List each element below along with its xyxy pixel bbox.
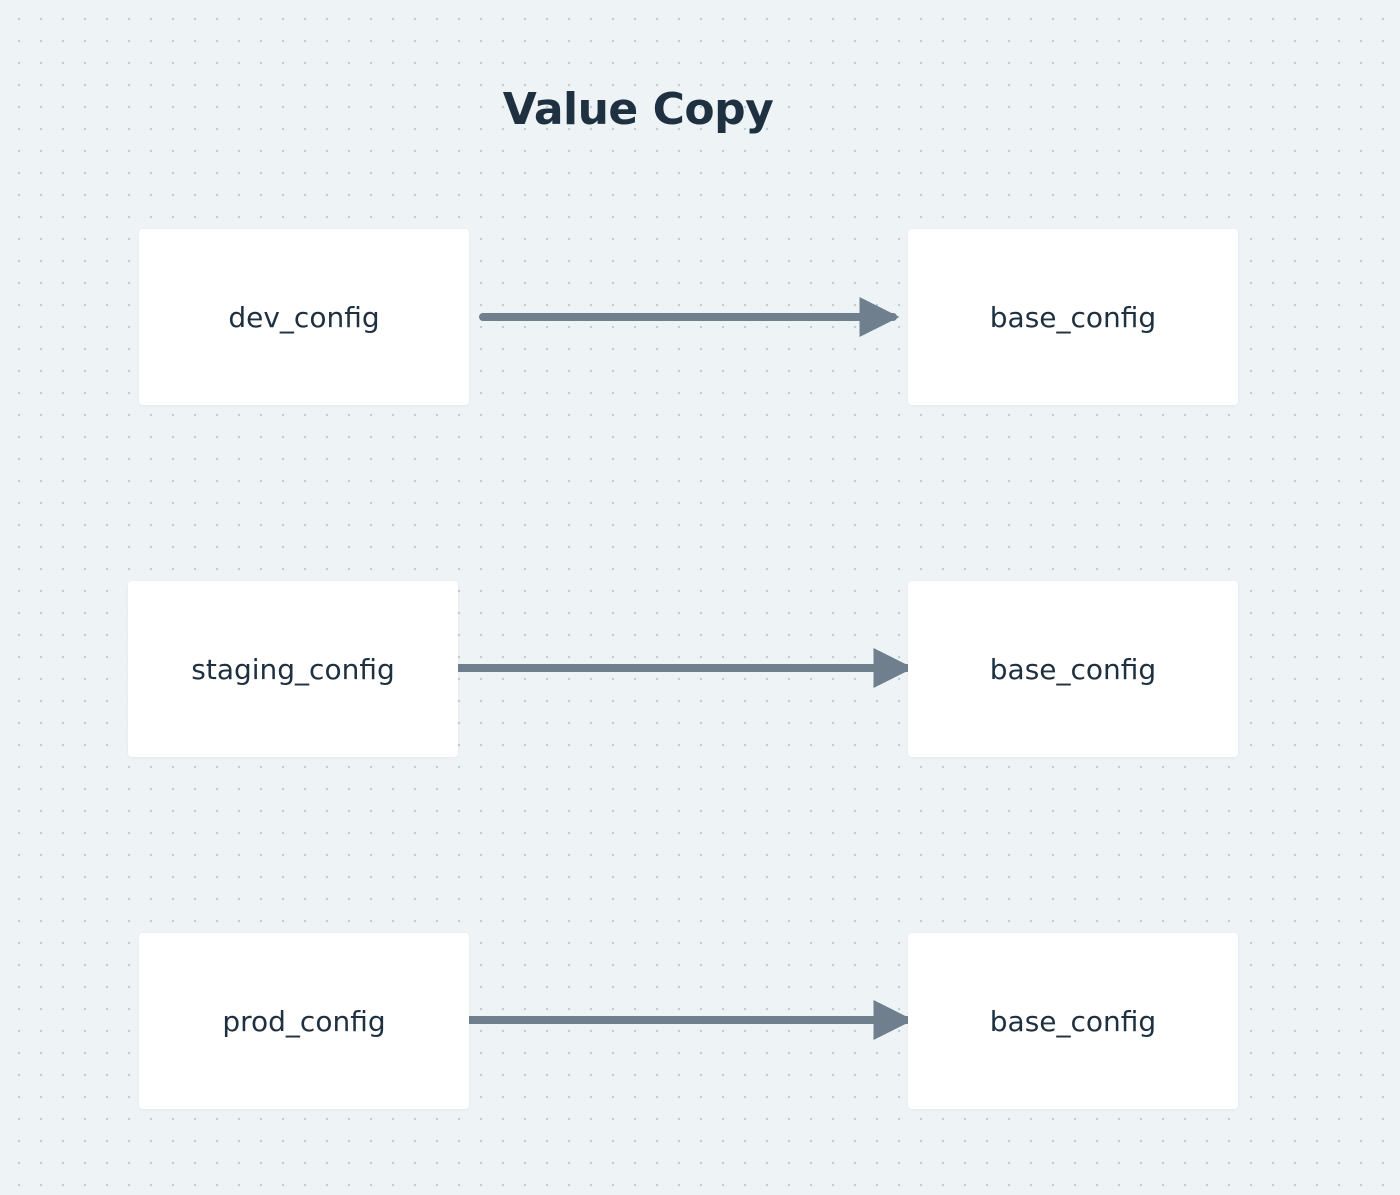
node-staging-config: staging_config <box>128 581 458 757</box>
node-label: prod_config <box>222 1004 386 1038</box>
node-prod-config: prod_config <box>139 933 469 1109</box>
node-label: dev_config <box>228 300 380 334</box>
node-label: staging_config <box>191 652 395 686</box>
node-base-config: base_config <box>908 581 1238 757</box>
node-dev-config: dev_config <box>139 229 469 405</box>
node-base-config: base_config <box>908 229 1238 405</box>
node-base-config: base_config <box>908 933 1238 1109</box>
diagram-title: Value Copy <box>502 84 774 135</box>
node-label: base_config <box>989 652 1157 686</box>
node-label: base_config <box>989 300 1157 334</box>
node-label: base_config <box>989 1004 1157 1038</box>
